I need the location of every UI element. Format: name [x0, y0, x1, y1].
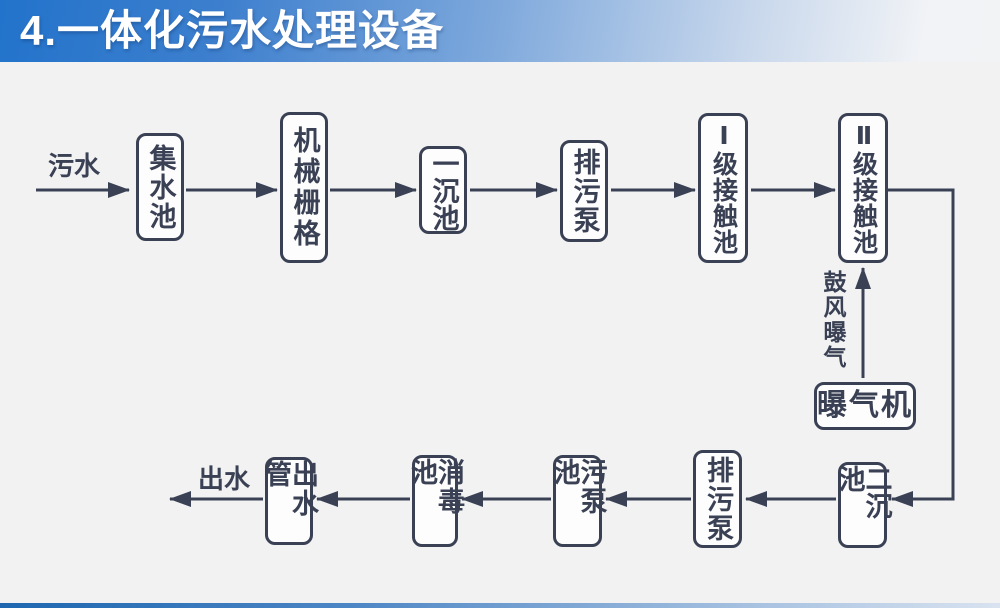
aeration-flow-label: 鼓风曝气	[820, 270, 846, 370]
node-yichenchi: 一沉池	[419, 146, 467, 234]
node-level1-contact-tank: Ⅰ级接触池	[698, 113, 748, 263]
node-level2-label: Ⅱ级接触池	[849, 121, 878, 255]
node-level1-label: Ⅰ级接触池	[709, 121, 738, 255]
node-wubengchi-label: 污泵池	[549, 458, 607, 516]
node-jixizhage: 机械栅格	[280, 112, 328, 263]
node-paiwubeng-top: 排污泵	[560, 140, 608, 242]
node-level2-contact-tank: Ⅱ级接触池	[838, 113, 888, 263]
node-erchenchi: 二沉池	[834, 462, 892, 548]
node-puqiji: 曝气机	[814, 382, 916, 430]
slide-title: 4.一体化污水处理设备	[20, 7, 445, 54]
node-jixizhage-label: 机械栅格	[289, 125, 320, 250]
node-puqiji-label: 曝气机	[817, 389, 913, 422]
outflow-label: 出水	[198, 464, 251, 494]
node-paiwubeng-bottom: 排污泵	[693, 450, 742, 548]
node-chushuiguan: 出水管	[261, 457, 318, 545]
node-erchenchi-label: 二沉池	[834, 465, 892, 519]
node-paiwubeng-bottom-label: 排污泵	[703, 455, 733, 543]
node-xiaoduchi-label: 消毒池	[407, 458, 464, 516]
arrow-level2-to-erchenchi	[888, 188, 955, 507]
node-yichenchi-label: 一沉池	[428, 149, 459, 231]
node-jishuichi: 集水池	[136, 133, 184, 241]
node-paiwubeng-top-label: 排污泵	[569, 147, 600, 235]
node-jishuichi-label: 集水池	[145, 143, 176, 231]
node-xiaoduchi: 消毒池	[407, 455, 464, 547]
inflow-label: 污水	[48, 151, 101, 181]
slide-header-banner: 4.一体化污水处理设备	[0, 0, 1000, 62]
node-wubengchi: 污泵池	[549, 455, 607, 547]
node-chushuiguan-label: 出水管	[261, 460, 318, 518]
bottom-accent-bar	[0, 603, 1000, 608]
